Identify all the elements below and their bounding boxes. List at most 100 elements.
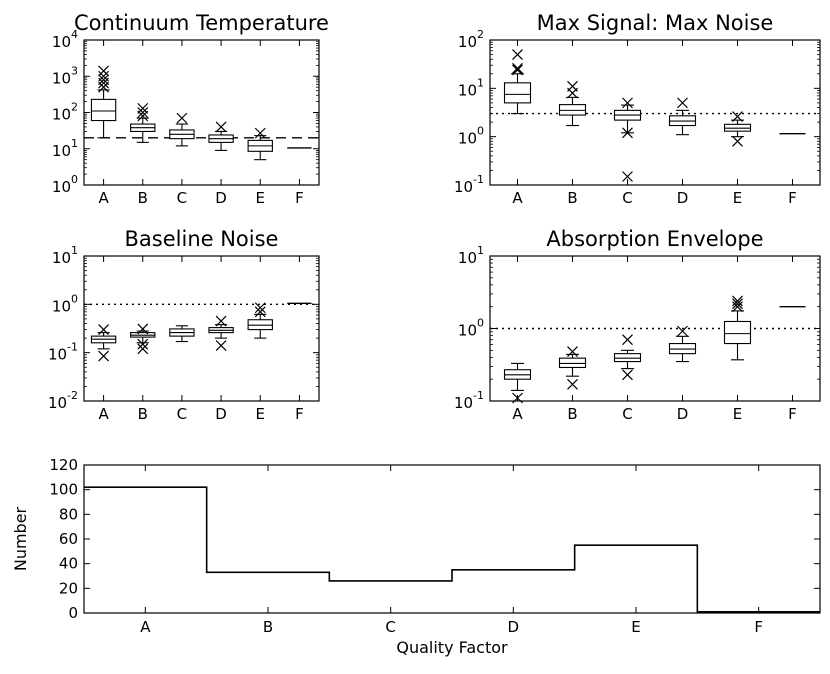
x-tick-label: B (263, 618, 273, 636)
x-tick-label: A (140, 618, 151, 636)
y-tick-label: 10-2 (48, 389, 78, 412)
box-c (613, 334, 642, 381)
y-tick-label: 80 (59, 505, 78, 523)
outlier-marker (512, 64, 523, 76)
y-tick-base: 10 (52, 106, 71, 124)
x-tick-label: B (567, 405, 577, 423)
box-a (503, 362, 532, 404)
y-tick-base: 10 (52, 178, 71, 196)
y-tick-exponent: -1 (67, 341, 78, 354)
outlier-marker (677, 97, 688, 109)
x-tick-label: F (295, 189, 304, 207)
y-tick-label: 100 (52, 292, 78, 315)
box-body (558, 357, 587, 369)
outlier-marker (622, 97, 633, 109)
outlier-marker (732, 301, 743, 313)
outlier-marker (137, 110, 149, 122)
histogram-step-line (84, 486, 820, 613)
y-tick-label: 103 (52, 64, 78, 87)
box-b (130, 102, 156, 143)
chart-title: Continuum Temperature (74, 11, 329, 35)
y-tick-exponent: 1 (477, 244, 484, 257)
x-tick-label: E (733, 405, 742, 423)
y-tick-label: 100 (52, 173, 78, 196)
y-tick-base: 10 (52, 142, 71, 160)
y-tick-label: 101 (52, 137, 78, 160)
box-body (90, 98, 117, 122)
chart-title: Baseline Noise (125, 227, 279, 251)
box-b (558, 346, 587, 390)
y-tick-base: 10 (458, 249, 477, 267)
plot-frame (83, 255, 320, 402)
y-tick-base: 10 (52, 297, 71, 315)
outlier-marker (567, 80, 578, 92)
outlier-marker (98, 350, 110, 362)
x-tick-label: D (215, 189, 227, 207)
y-tick-exponent: 4 (71, 28, 78, 41)
box-c (169, 112, 195, 147)
y-tick-base: 10 (48, 394, 67, 412)
outlier-marker (254, 302, 266, 314)
y-tick-exponent: 3 (71, 64, 78, 77)
y-tick-exponent: -2 (67, 389, 78, 402)
x-tick-label: F (295, 405, 304, 423)
outlier-marker (137, 343, 149, 355)
box-a (503, 49, 532, 115)
outlier-marker (215, 121, 227, 133)
x-tick-label: D (677, 405, 689, 423)
box-body (503, 82, 532, 104)
outlier-marker (622, 369, 633, 381)
box-c (613, 97, 642, 182)
box-a (90, 65, 117, 139)
box-b (130, 323, 156, 355)
outlier-marker (137, 102, 149, 114)
outlier-marker (732, 135, 743, 147)
y-tick-label: 101 (458, 244, 484, 267)
outlier-marker (137, 338, 149, 350)
box-d (208, 315, 234, 352)
outlier-marker (512, 49, 523, 60)
y-tick-base: 10 (52, 249, 71, 267)
x-tick-label: D (508, 618, 520, 636)
plot-frame (489, 39, 821, 186)
x-tick-label: D (215, 405, 227, 423)
y-tick-label: 100 (49, 481, 78, 499)
outlier-marker (567, 378, 578, 390)
y-tick-exponent: 1 (71, 137, 78, 150)
x-tick-label: F (788, 405, 797, 423)
x-tick-label: F (788, 189, 797, 207)
outlier-marker (622, 334, 633, 346)
box-e (247, 302, 273, 339)
y-tick-base: 10 (454, 394, 473, 412)
x-tick-label: C (622, 189, 632, 207)
x-tick-label: A (98, 189, 109, 207)
box-d (668, 97, 697, 136)
y-tick-exponent: 0 (71, 292, 78, 305)
y-tick-label: 101 (458, 76, 484, 99)
box-b (558, 80, 587, 127)
x-axis-label: Quality Factor (396, 638, 508, 657)
y-tick-base: 10 (458, 33, 477, 51)
x-tick-label: C (385, 618, 395, 636)
x-tick-label: B (567, 189, 577, 207)
y-tick-exponent: 1 (71, 244, 78, 257)
y-axis-label: Number (11, 506, 30, 571)
box-d (668, 325, 697, 363)
y-tick-label: 0 (68, 604, 78, 622)
y-tick-label: 10-1 (454, 173, 484, 196)
x-tick-label: D (677, 189, 689, 207)
y-tick-base: 10 (52, 33, 71, 51)
box-e (723, 111, 752, 147)
outlier-marker (512, 62, 523, 74)
outlier-marker (98, 74, 110, 86)
outlier-marker (215, 315, 227, 327)
y-tick-base: 10 (458, 322, 477, 340)
y-tick-label: 101 (52, 244, 78, 267)
outlier-marker (677, 325, 688, 337)
y-tick-exponent: 2 (71, 101, 78, 114)
chart-title: Absorption Envelope (546, 227, 763, 251)
